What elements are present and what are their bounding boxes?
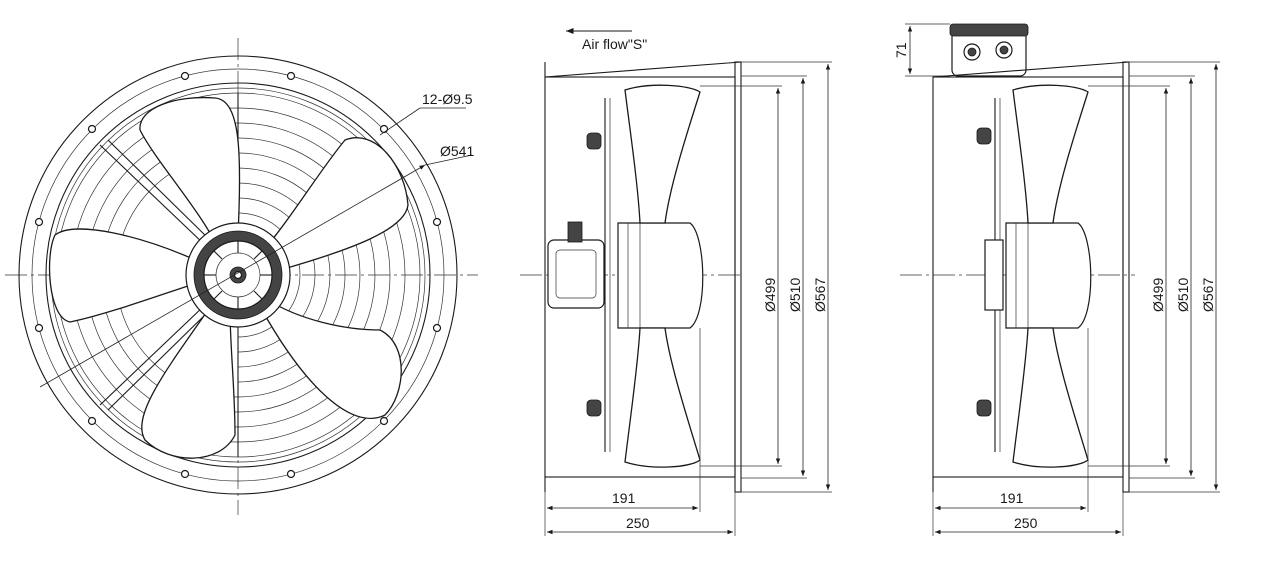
blade-upper <box>624 84 701 224</box>
mount-bolt <box>586 399 602 417</box>
right-vertical-dims: Ø499 Ø510 Ø567 <box>1088 61 1220 493</box>
guard-strut <box>107 139 211 241</box>
guard-ring <box>237 182 331 368</box>
side-view-right: 71 Ø499 <box>893 23 1220 536</box>
left-outlet-flange <box>734 61 742 493</box>
right-dim-outer: Ø567 <box>1200 278 1216 312</box>
bolt-circle-leader <box>39 164 426 388</box>
left-mount-bolts <box>586 132 602 417</box>
hub-spoke <box>213 250 223 260</box>
blade-lower <box>624 327 701 468</box>
bolt-hole <box>87 416 97 426</box>
guard-strut <box>107 309 211 411</box>
left-dim-blade: Ø499 <box>762 278 778 312</box>
guard-ring <box>237 152 361 398</box>
bolt-circle-shelf <box>424 154 473 166</box>
bolt-hole <box>34 217 44 227</box>
cable-gland-inner <box>999 45 1009 55</box>
outer-flange-circle <box>18 55 458 495</box>
motor-body <box>1005 222 1092 329</box>
mount-bolt <box>976 127 992 145</box>
right-terminal-box <box>949 23 1029 77</box>
bolt-circle-label: Ø541 <box>440 143 474 159</box>
left-dim-inner: Ø510 <box>787 278 803 312</box>
left-vertical-dims: Ø499 Ø510 Ø567 <box>700 61 832 493</box>
left-horizontal-dims: 191 250 <box>544 328 736 536</box>
left-dim-250: 250 <box>626 515 650 531</box>
guard-strut <box>99 304 206 406</box>
blade <box>48 228 201 323</box>
guard-strut <box>99 144 206 246</box>
terminal-box-cable <box>567 221 583 243</box>
mount-bolt <box>976 399 992 417</box>
right-dim-191: 191 <box>1000 490 1024 506</box>
right-blades <box>1012 84 1089 468</box>
duct-inner-circle <box>45 82 431 468</box>
left-motor <box>547 221 704 329</box>
right-dim-box-height: 71 <box>893 42 909 58</box>
right-dim-blade: Ø499 <box>1150 278 1166 312</box>
left-dim-outer: Ø567 <box>812 278 828 312</box>
hub-spoke <box>213 290 223 300</box>
impeller-blades <box>48 96 409 459</box>
bolt-circle <box>31 68 445 482</box>
motor-hub <box>185 222 291 328</box>
guard-ring <box>237 122 391 428</box>
blade <box>141 299 236 459</box>
bolt-hole <box>379 124 389 134</box>
hub-spokes <box>204 241 272 309</box>
bolt-holes <box>34 71 442 479</box>
holes-label: 12-Ø9.5 <box>422 91 473 107</box>
motor-mount <box>984 239 1004 311</box>
holes-leader <box>379 107 421 136</box>
guard-ring <box>237 197 316 353</box>
left-casing-top-edge <box>544 61 742 78</box>
right-motor <box>984 222 1092 329</box>
terminal-box-detail <box>555 249 597 299</box>
hub-spoke <box>253 290 263 300</box>
motor-body <box>617 222 704 329</box>
blade-upper <box>1012 84 1089 224</box>
blade <box>139 96 241 249</box>
right-dim-inner: Ø510 <box>1175 278 1191 312</box>
right-casing-top-edge <box>932 61 1130 78</box>
right-mount-bolts <box>976 127 992 417</box>
bolt-hole <box>34 323 44 333</box>
guard-ring <box>237 212 301 338</box>
bolt-hole <box>180 71 190 81</box>
hub-spoke <box>253 250 263 260</box>
bolt-hole <box>286 469 296 479</box>
blade <box>261 137 409 271</box>
bolt-hole <box>432 217 442 227</box>
front-dimensions: 12-Ø9.5 Ø541 <box>39 91 474 388</box>
cable-gland-inner <box>967 47 977 57</box>
left-blades <box>624 84 701 468</box>
guard-ring <box>237 92 421 458</box>
mount-bolt <box>586 132 602 150</box>
side-view-left: Air flow"S" <box>520 27 832 536</box>
bolt-hole <box>286 71 296 81</box>
left-dim-191: 191 <box>612 490 636 506</box>
bolt-hole <box>432 323 442 333</box>
right-horizontal-dims: 191 250 <box>932 328 1124 536</box>
front-view: 12-Ø9.5 Ø541 <box>5 38 478 515</box>
guard-ring <box>237 167 346 383</box>
bolt-hole <box>180 469 190 479</box>
bolt-hole <box>87 124 97 134</box>
guard-ring <box>237 137 376 413</box>
terminal-box-lid <box>949 23 1029 37</box>
bolt-hole <box>379 416 389 426</box>
airflow-label: Air flow"S" <box>582 36 647 52</box>
guard-ring <box>237 107 406 443</box>
blade-lower <box>1012 327 1089 468</box>
blade <box>261 299 402 420</box>
right-dim-250: 250 <box>1014 515 1038 531</box>
right-outlet-flange <box>1122 61 1130 493</box>
